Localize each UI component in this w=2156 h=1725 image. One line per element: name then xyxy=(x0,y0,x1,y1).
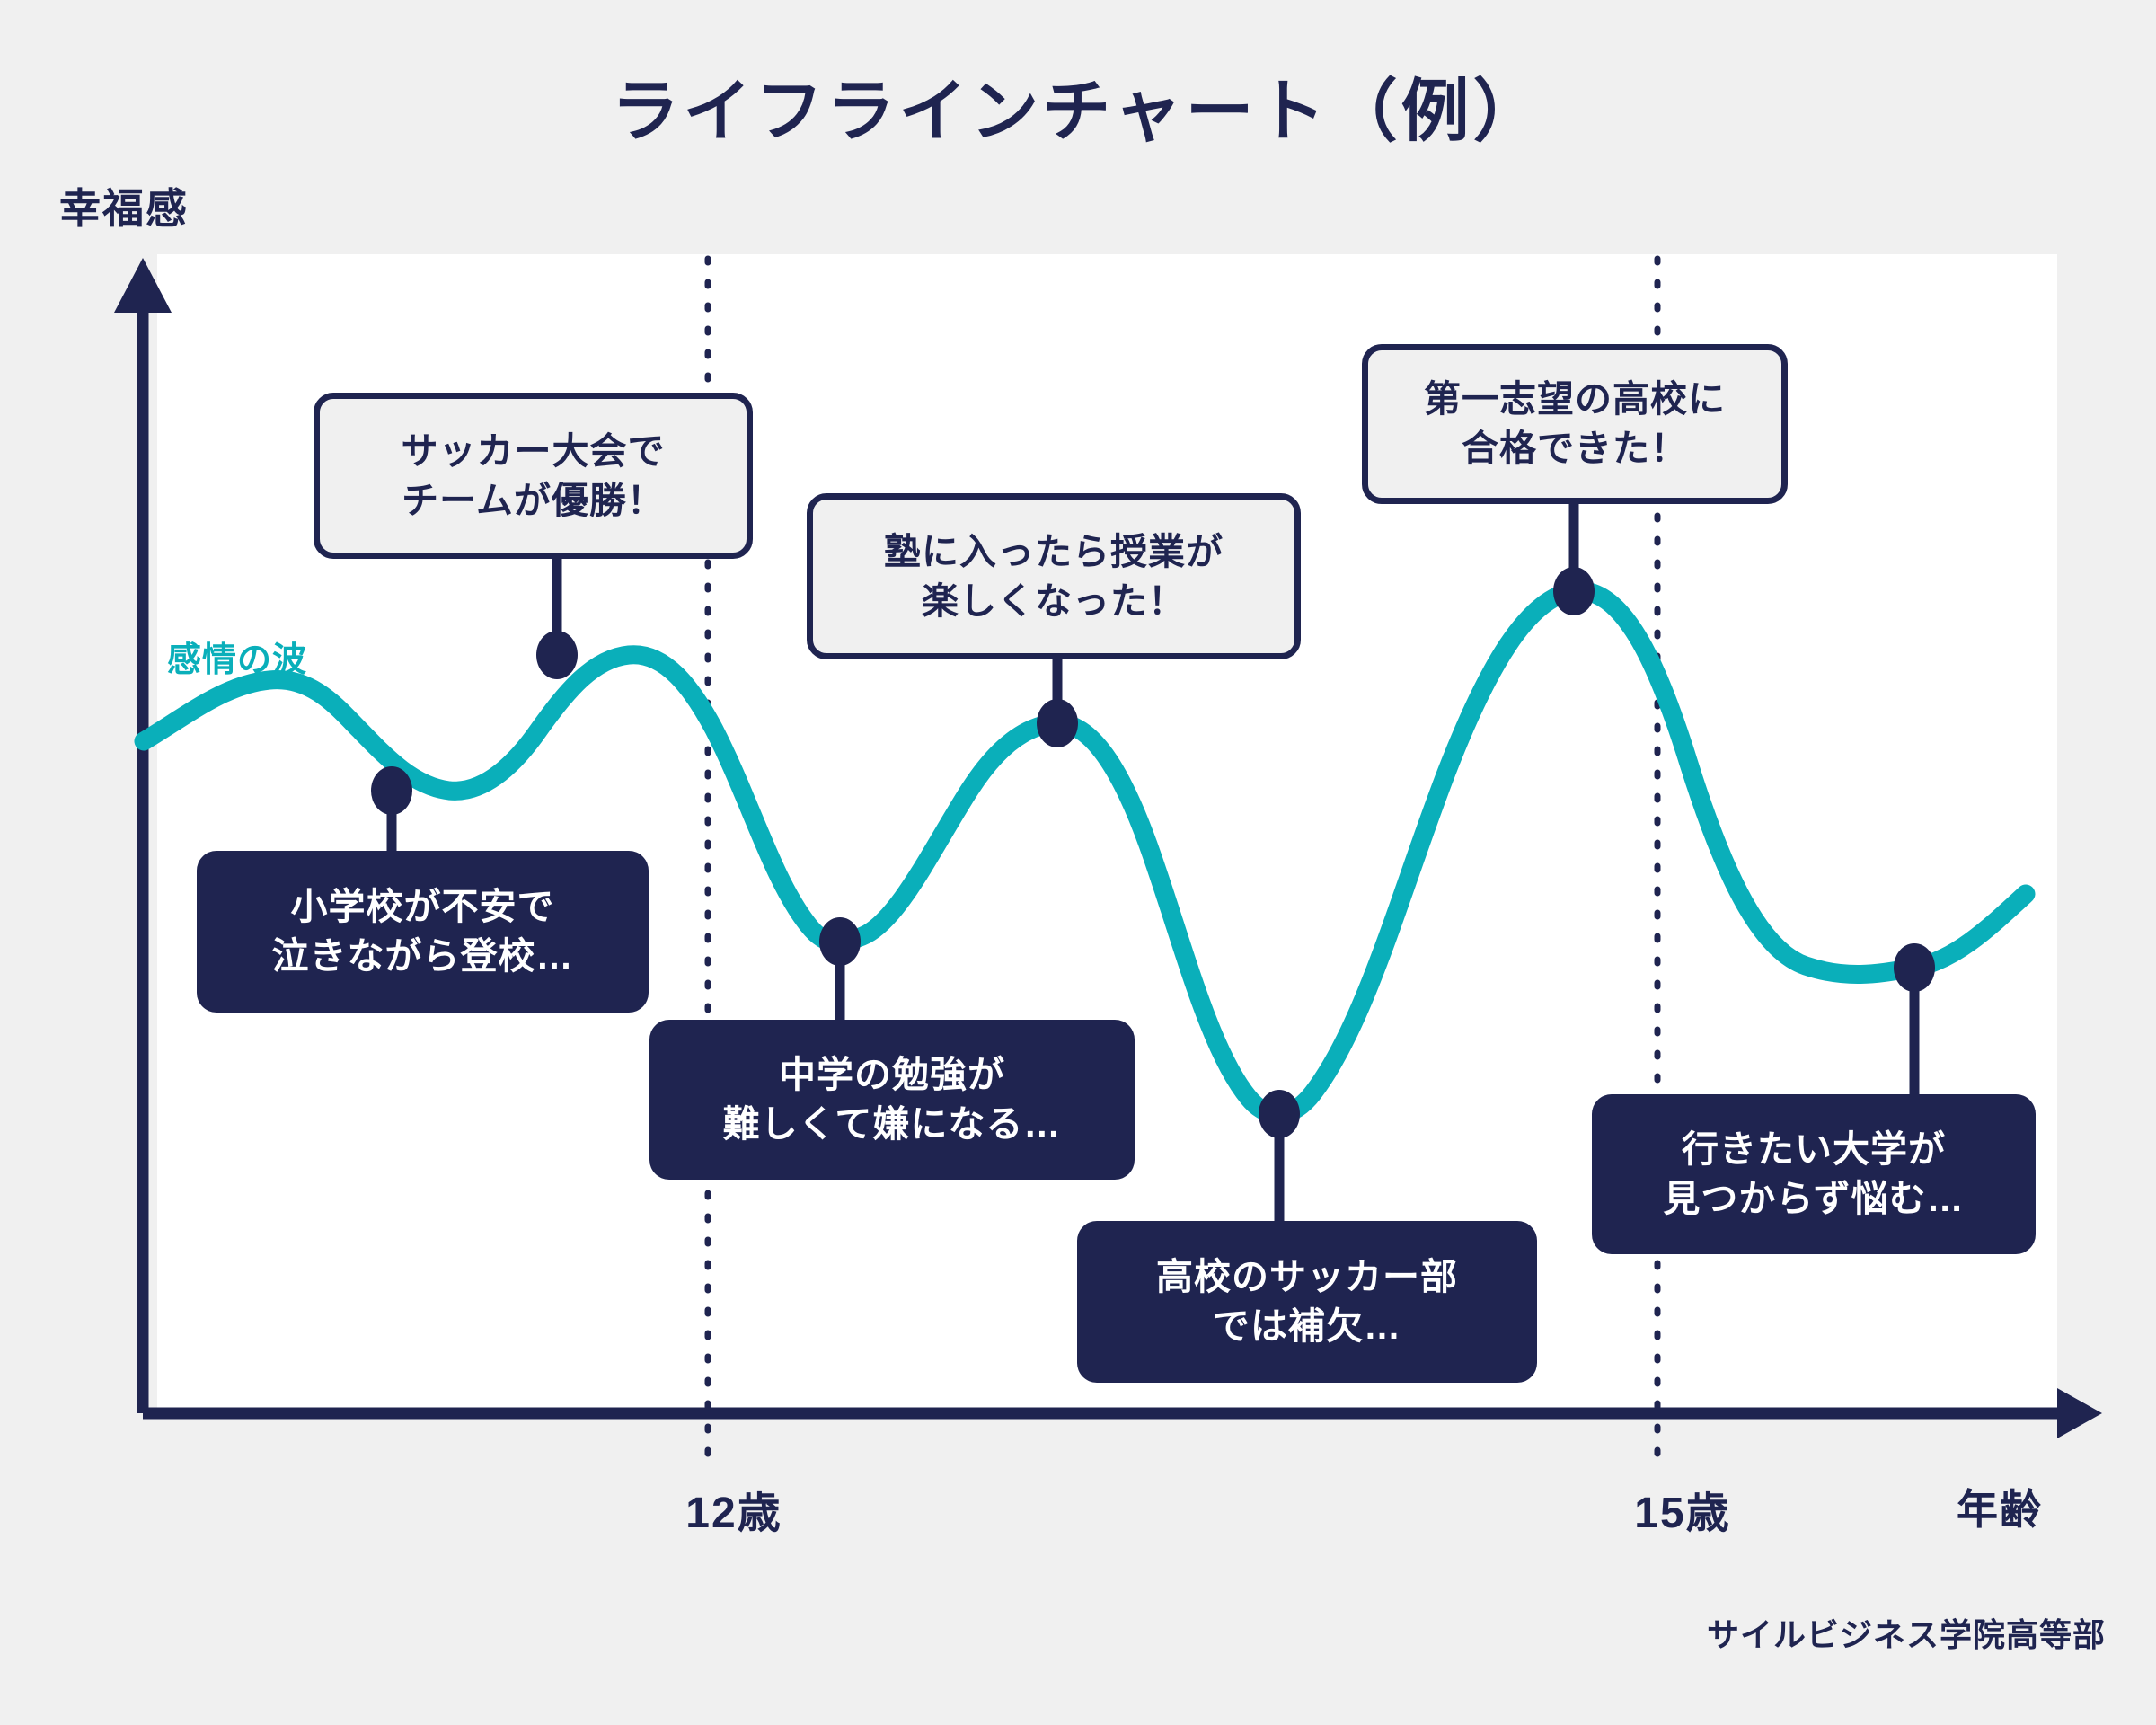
callout-line: 見つからず悩む… xyxy=(1663,1178,1965,1219)
callout-line: 高校のサッカー部 xyxy=(1156,1256,1458,1298)
callout-line: 小学校が不安で xyxy=(290,886,555,928)
callout-line: 泣きながら登校… xyxy=(271,935,574,977)
callout-line: では補欠… xyxy=(1213,1305,1401,1347)
callout-elementary-anxiety[interactable]: 小学校が不安で泣きながら登校… xyxy=(197,851,649,1013)
page-title: ライフラインチャート（例） xyxy=(611,74,1545,150)
footer-credit: サイルビジネス学院高等部 xyxy=(1706,1616,2106,1653)
callout-first-choice-highschool[interactable]: 第一志望の高校に合格できた！ xyxy=(1362,344,1788,504)
y-axis-title: 幸福感 xyxy=(59,185,189,232)
callout-line: 第一志望の高校に xyxy=(1424,378,1726,420)
callout-junior-high-study[interactable]: 中学の勉強が難しくて嫌になる… xyxy=(649,1020,1135,1180)
callout-line: 行きたい大学が xyxy=(1682,1128,1946,1171)
callout-line: 中学の勉強が xyxy=(779,1054,1005,1096)
x-tick-label-15: 15歳 xyxy=(1634,1490,1731,1537)
x-axis-title: 年齢 xyxy=(1957,1486,2043,1533)
callout-line: 合格できた！ xyxy=(1462,428,1688,469)
series-legend-label: 感情の波 xyxy=(167,641,308,679)
callout-university-undecided[interactable]: 行きたい大学が見つからず悩む… xyxy=(1592,1094,2036,1254)
callout-soccer-win[interactable]: サッカー大会でチームが優勝！ xyxy=(314,393,753,559)
callout-line: サッカー大会で xyxy=(401,429,666,472)
callout-line: 塾に入ったら授業が xyxy=(884,530,1224,572)
callout-line: 楽しくなった！ xyxy=(922,579,1186,622)
callout-cram-school-fun[interactable]: 塾に入ったら授業が楽しくなった！ xyxy=(807,493,1301,659)
callout-line: チームが優勝！ xyxy=(402,479,665,521)
callout-line: 難しくて嫌になる… xyxy=(722,1103,1062,1145)
callout-soccer-bench[interactable]: 高校のサッカー部では補欠… xyxy=(1077,1221,1537,1383)
x-tick-label-12: 12歳 xyxy=(685,1490,782,1537)
